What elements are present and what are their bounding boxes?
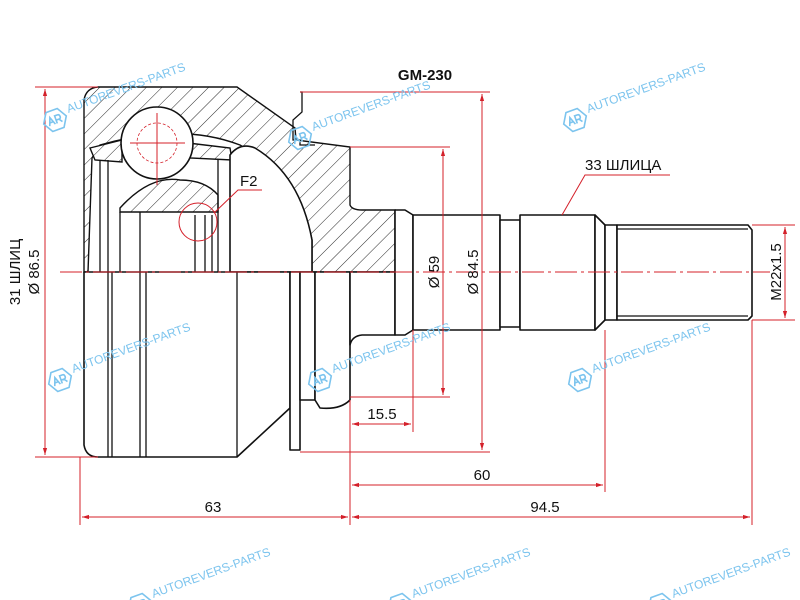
detail-circle	[178, 202, 218, 242]
watermark-text: AUTOREVERS-PARTS	[410, 545, 533, 600]
inner-race-section	[119, 178, 219, 213]
groove	[499, 219, 521, 328]
detail-label: F2	[240, 173, 258, 190]
watermark: AUTOREVERS-PARTS	[562, 60, 708, 133]
ar-logo-icon	[307, 367, 333, 393]
ar-logo-icon	[387, 592, 413, 600]
watermark: AUTOREVERS-PARTS	[567, 320, 713, 393]
ar-logo-icon	[42, 107, 68, 133]
outer-splines-label: 33 ШЛИЦА	[585, 157, 661, 174]
watermark-text: AUTOREVERS-PARTS	[590, 320, 713, 376]
ar-logo-icon	[562, 107, 588, 133]
dim-flange-diameter: Ø 84.5	[465, 249, 482, 294]
dim-60: 60	[474, 467, 491, 484]
watermark: AUTOREVERS-PARTS	[387, 545, 533, 600]
watermark-text: AUTOREVERS-PARTS	[670, 545, 793, 600]
watermark-text: AUTOREVERS-PARTS	[150, 545, 273, 600]
ar-logo-icon	[647, 592, 673, 600]
dim-neck-diameter: Ø 59	[426, 256, 443, 289]
watermark: AUTOREVERS-PARTS	[287, 78, 433, 151]
watermark-text: AUTOREVERS-PARTS	[310, 78, 433, 134]
ar-logo-icon	[287, 125, 313, 151]
housing-outline	[83, 271, 291, 458]
dim-94-5: 94.5	[530, 499, 559, 516]
watermark-text: AUTOREVERS-PARTS	[585, 60, 708, 116]
ar-logo-icon	[47, 367, 73, 393]
watermark: AUTOREVERS-PARTS	[647, 545, 793, 600]
dim-thread: M22x1.5	[768, 243, 785, 301]
ar-logo-icon	[127, 592, 153, 600]
watermark: AUTOREVERS-PARTS	[127, 545, 273, 600]
dim-63: 63	[205, 499, 222, 516]
inner-splines-label: 31 ШЛИЦ	[7, 239, 24, 305]
thread	[616, 224, 753, 321]
dim-15-5: 15.5	[367, 406, 396, 423]
part-number: GM-230	[398, 67, 452, 84]
dim-outer-diameter: Ø 86.5	[26, 249, 43, 294]
ar-logo-icon	[567, 367, 593, 393]
